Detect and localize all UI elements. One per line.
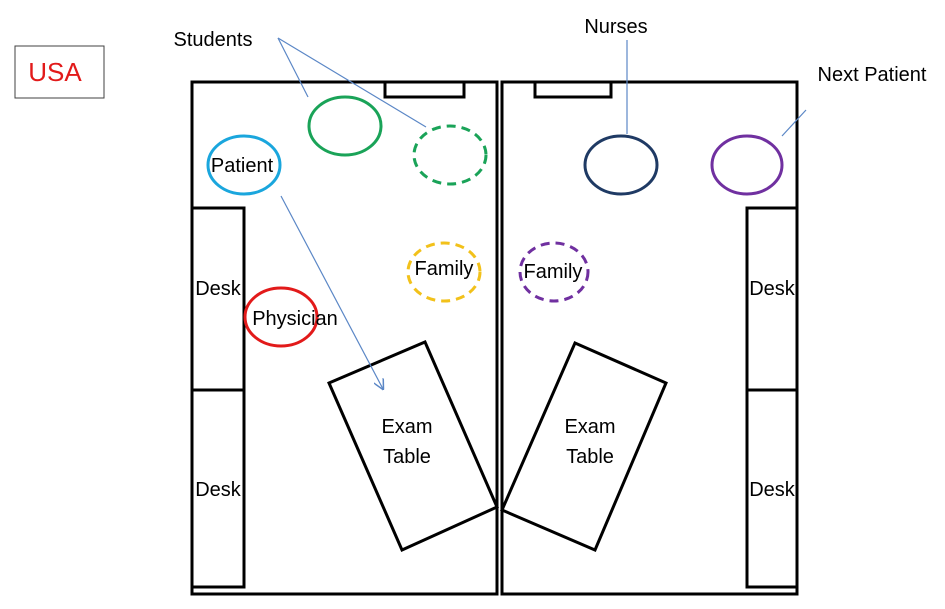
family-ellipse-right: [518, 241, 590, 303]
physician-label: Physician: [252, 308, 338, 330]
left-room-door: [383, 80, 466, 99]
right-room-door: [533, 80, 613, 99]
exam-table-left-label-line2: Table: [383, 446, 431, 468]
family-label-left: Family: [415, 258, 474, 280]
exam-table-right-label-line2: Table: [566, 446, 614, 468]
nurses-label: Nurses: [584, 16, 647, 38]
physician-ellipse: [243, 286, 319, 348]
exam-table-right: [500, 341, 668, 552]
nurse-ellipse: [583, 134, 659, 196]
country-label-box: [14, 45, 105, 99]
family-label-right: Family: [524, 261, 583, 283]
next-patient-ellipse: [710, 134, 784, 196]
desk-left-top-label: Desk: [195, 278, 242, 300]
country-label: USA: [28, 57, 82, 87]
students-label: Students: [174, 29, 253, 51]
desk-right-bottom-label: Desk: [749, 479, 796, 501]
students-connector-line-dashed: [277, 37, 427, 128]
next-patient-label: Next Patient: [818, 64, 927, 86]
student-ellipse: [307, 95, 383, 157]
desk-left-bottom: [190, 388, 246, 589]
next-patient-connector-line: [781, 109, 807, 137]
desk-right-bottom: [745, 388, 799, 589]
patient-label: Patient: [211, 155, 274, 177]
patient-to-exam-table-arrow: [280, 195, 383, 389]
desk-left-bottom-label: Desk: [195, 479, 242, 501]
family-ellipse-left: [406, 241, 482, 303]
desk-right-top-label: Desk: [749, 278, 796, 300]
exam-table-right-label-line1: Exam: [564, 416, 615, 438]
right-room-wall: [500, 80, 799, 596]
exam-table-left-label-line1: Exam: [381, 416, 432, 438]
student-ellipse-dashed: [412, 124, 488, 186]
patient-ellipse: [206, 134, 282, 196]
exam-table-left: [327, 340, 499, 552]
students-connector-line: [277, 37, 309, 98]
